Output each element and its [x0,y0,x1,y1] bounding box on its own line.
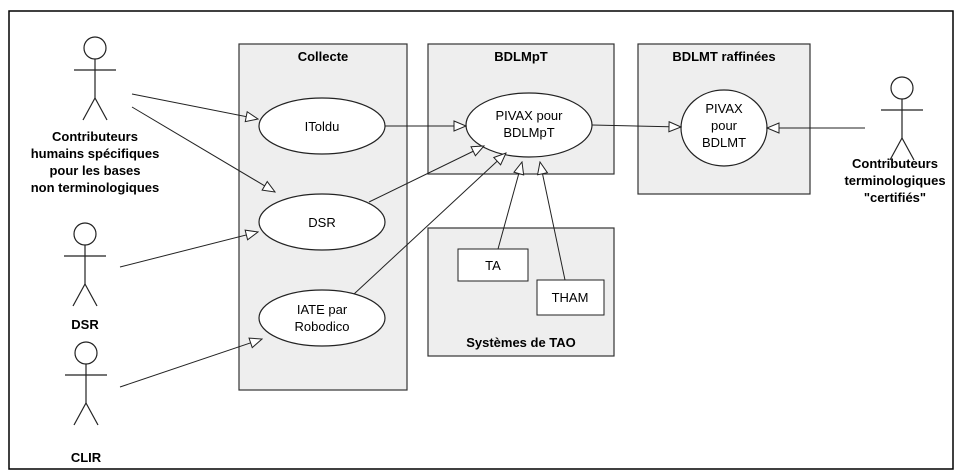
actor-contributeurs-certifies [881,76,923,161]
usecase-itoldu: IToldu [258,97,386,155]
usecase-pivax-bdlmt-line-3: BDLMT [702,135,746,150]
edge-tham-pivax [540,162,566,281]
actor-contributeurs-label-4: non terminologiques [31,180,160,195]
package-tao-label: Systèmes de TAO [466,335,576,350]
edge-contributeurs-itoldu [131,93,258,119]
actor-contributeurs-humains [74,36,116,121]
usecase-iate-robodico: IATE par Robodico [258,289,386,347]
package-collecte-label: Collecte [298,49,349,64]
usecase-pivax-bdlmt-line-1: PIVAX [705,101,743,116]
actor-certifies-label-3: "certifiés" [864,190,926,205]
actor-contributeurs-label-1: Contributeurs [52,129,138,144]
system-ta: TA [457,248,529,282]
edge-iate-pivax [353,153,506,295]
actor-contributeurs-label-2: humains spécifiques [31,146,160,161]
system-tham: THAM [536,279,605,316]
usecase-dsr: DSR [258,193,386,251]
system-ta-label: TA [485,258,501,273]
usecase-itoldu-label: IToldu [305,119,340,134]
edge-dsr-actor-dsr [119,232,258,268]
system-tham-label: THAM [552,290,589,305]
edge-ta-pivax [497,162,522,250]
edge-contributeurs-dsr [131,106,275,192]
usecase-pivax-bdlmpt-line-1: PIVAX pour [496,108,564,123]
edge-dsr-pivax [368,146,484,203]
usecase-pivax-bdlmpt-line-2: BDLMpT [503,125,554,140]
package-bdlmpt-label: BDLMpT [494,49,547,64]
usecase-iate-line-1: IATE par [297,302,348,317]
actor-clir [65,341,107,426]
edge-pivax-bdlmpt-bdlmt [591,125,681,127]
actor-dsr [64,222,106,307]
usecase-pivax-bdlmpt: PIVAX pour BDLMpT [465,92,593,158]
usecase-pivax-bdlmt-line-2: pour [711,118,738,133]
edge-clir-iate [119,339,262,388]
usecase-iate-line-2: Robodico [295,319,350,334]
usecase-dsr-label: DSR [308,215,335,230]
actor-dsr-label: DSR [71,317,99,332]
usecase-pivax-bdlmt: PIVAX pour BDLMT [680,89,768,167]
package-bdlmt-label: BDLMT raffinées [672,49,775,64]
actor-certifies-label-2: terminologiques [844,173,945,188]
connectors [119,93,865,388]
actor-certifies-label-1: Contributeurs [852,156,938,171]
actor-contributeurs-label-3: pour les bases [49,163,140,178]
actor-clir-label: CLIR [71,450,102,465]
